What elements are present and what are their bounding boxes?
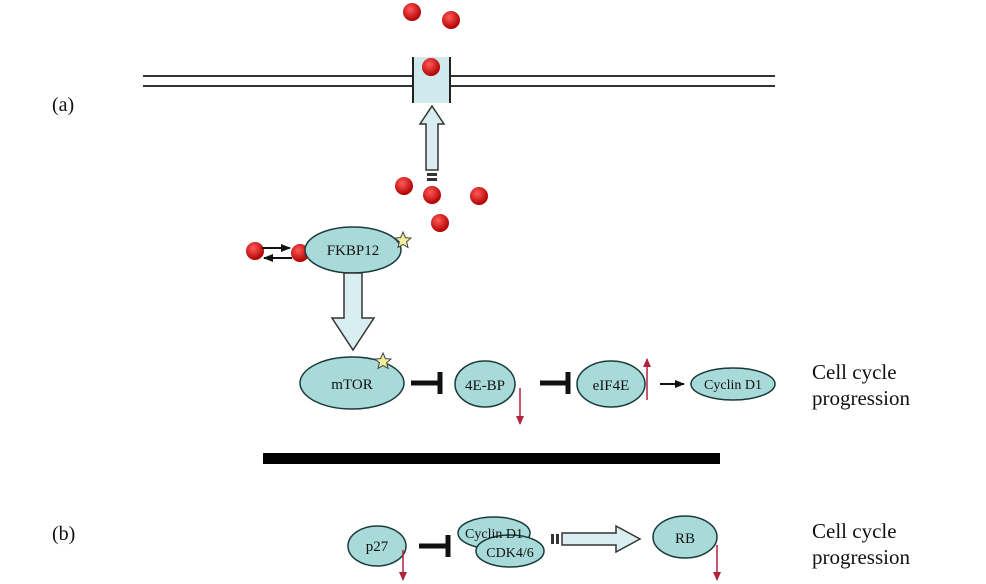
mtor-node: mTOR (299, 356, 405, 410)
panel-label-a: (a) (52, 94, 74, 116)
complex-to-rb-arrow (551, 524, 642, 554)
mtor-inhibits-4ebp (411, 372, 443, 394)
fkbp12-label: FKBP12 (327, 243, 380, 259)
cyclin-cdk-complex: Cyclin D1 CDK4/6 (457, 516, 545, 568)
4ebp-label: 4E-BP (465, 378, 505, 394)
rapamycin-molecules (246, 3, 488, 262)
fkbp12-star-icon (393, 230, 413, 249)
p27-label: p27 (366, 539, 389, 555)
mtor-star-icon (373, 351, 393, 370)
mtor-label: mTOR (331, 377, 372, 393)
uptake-arrow (418, 104, 446, 181)
outcome-b-line1: Cell cycle (812, 519, 897, 543)
eif4e-label: eIF4E (593, 378, 630, 394)
cyclin-d1-label-b: Cyclin D1 (465, 527, 523, 542)
section-divider (263, 453, 720, 464)
4ebp-node: 4E-BP (454, 360, 516, 408)
4ebp-inhibits-eif4e (540, 372, 571, 394)
p27-inhibits-cyclin-cdk (419, 535, 451, 557)
outcome-a-line1: Cell cycle (812, 360, 897, 384)
cell-membrane (143, 75, 775, 87)
outcome-b-line2: progression (812, 545, 910, 569)
eif4e-node: eIF4E (576, 360, 646, 408)
rb-node: RB (652, 515, 718, 559)
panel-label-b: (b) (52, 523, 75, 545)
outcome-a-line2: progression (812, 386, 910, 410)
fkbp12-to-mtor-arrow (330, 272, 376, 352)
cdk46-label: CDK4/6 (486, 546, 533, 561)
rb-label: RB (675, 531, 695, 547)
fkbp12-node: FKBP12 (304, 226, 402, 274)
p27-node: p27 (347, 525, 407, 567)
binding-arrows (262, 244, 292, 262)
cyclin-d1-node-a: Cyclin D1 (690, 367, 776, 401)
cyclin-d1-label-a: Cyclin D1 (704, 378, 762, 393)
